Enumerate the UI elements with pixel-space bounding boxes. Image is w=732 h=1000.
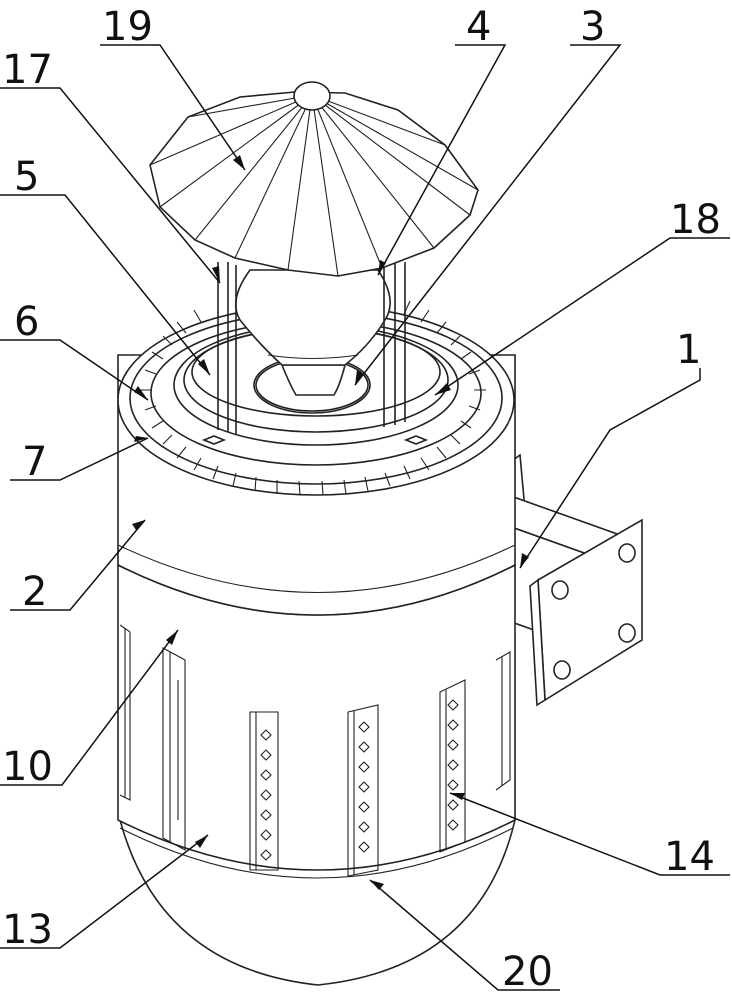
label-10: 10 bbox=[2, 744, 53, 790]
label-2: 2 bbox=[22, 569, 47, 615]
leader-lines bbox=[0, 44, 730, 991]
lower-housing bbox=[117, 563, 516, 879]
bottom-dome bbox=[118, 819, 517, 986]
part-labels: 19 17 4 3 5 18 6 1 7 2 10 14 13 20 bbox=[2, 4, 721, 995]
label-3: 3 bbox=[580, 4, 605, 50]
radial-fins bbox=[140, 300, 486, 496]
label-20: 20 bbox=[502, 949, 553, 995]
lamp-shade bbox=[149, 81, 479, 277]
label-14: 14 bbox=[664, 834, 715, 880]
label-17: 17 bbox=[2, 47, 53, 93]
label-5: 5 bbox=[14, 154, 39, 200]
label-18: 18 bbox=[670, 197, 721, 243]
label-19: 19 bbox=[102, 4, 153, 50]
label-13: 13 bbox=[2, 907, 53, 953]
slot-studs bbox=[177, 680, 459, 861]
support-rods bbox=[217, 262, 406, 434]
label-6: 6 bbox=[14, 299, 39, 345]
label-1: 1 bbox=[676, 327, 701, 373]
label-4: 4 bbox=[466, 4, 491, 50]
bulb bbox=[234, 269, 391, 412]
shade-finial bbox=[293, 81, 331, 111]
label-7: 7 bbox=[22, 439, 47, 485]
